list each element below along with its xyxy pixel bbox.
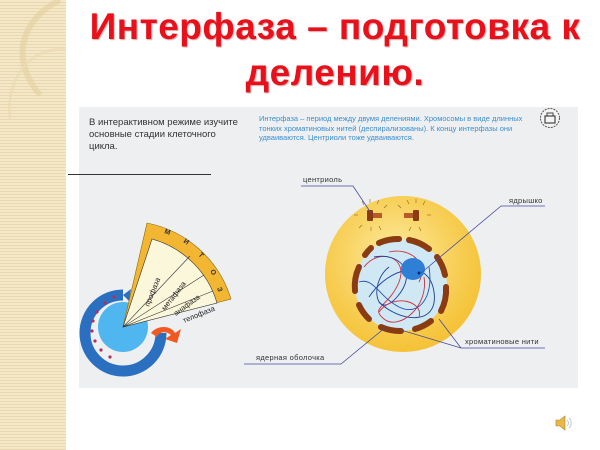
title-line-2: делению. xyxy=(245,52,425,93)
instruction-underline xyxy=(68,174,211,175)
label-nuclear-envelope: ядерная оболочка xyxy=(256,353,325,362)
diagram-canvas: М И Т О З профаза метафаза анафаза телоф… xyxy=(79,185,545,377)
title-line-1: Интерфаза – подготовка к xyxy=(89,6,581,47)
interactive-panel: В интерактивном режиме изучите основные … xyxy=(68,107,578,388)
decorative-side-strip xyxy=(0,0,66,450)
nucleolus xyxy=(401,258,425,280)
mitosis-wheel[interactable]: М И Т О З профаза метафаза анафаза телоф… xyxy=(79,222,232,377)
band-letter: З xyxy=(215,286,223,293)
description-text: Интерфаза – период между двумя делениями… xyxy=(259,114,523,142)
label-nucleolus: ядрышко xyxy=(509,196,543,205)
nuclear-membrane xyxy=(351,236,450,334)
home-icon[interactable] xyxy=(539,107,561,129)
centrioles xyxy=(354,199,431,232)
leader-lines xyxy=(244,185,545,365)
band-letter: М xyxy=(163,228,171,237)
band-letter: О xyxy=(208,269,217,278)
speaker-icon[interactable] xyxy=(552,412,574,434)
decorative-arcs xyxy=(7,0,66,121)
label-centriole: центриоль xyxy=(303,175,343,184)
instruction-text: В интерактивном режиме изучите основные … xyxy=(89,117,238,152)
label-chromatin: хроматиновые нити xyxy=(465,337,539,346)
band-letter: И xyxy=(182,238,190,247)
cell-diagram[interactable] xyxy=(325,196,481,352)
band-letter: Т xyxy=(197,252,206,260)
slide-title: Интерфаза – подготовка к делению. xyxy=(70,4,600,96)
